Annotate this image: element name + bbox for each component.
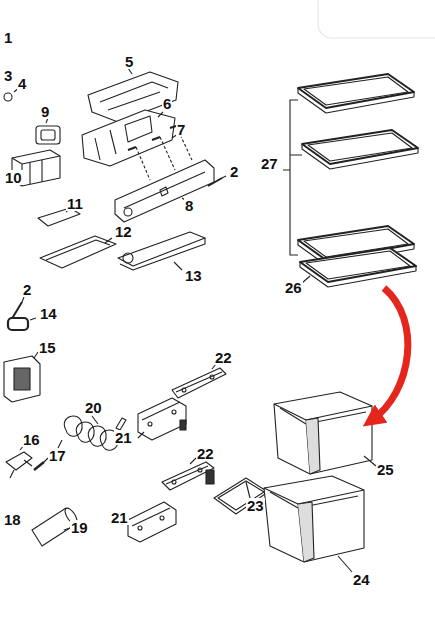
callout-number: 10 xyxy=(4,170,23,185)
drawer-slide xyxy=(138,398,186,440)
callout-number: 14 xyxy=(39,306,58,321)
callout-number: 3 xyxy=(3,68,13,83)
callout-number: 12 xyxy=(114,224,133,239)
glass-shelf xyxy=(300,248,416,287)
glass-shelf xyxy=(298,74,414,113)
drawer-slide xyxy=(128,502,176,542)
crisper-drawer xyxy=(264,476,364,562)
control-bracket xyxy=(115,160,214,222)
callout-number: 1 xyxy=(3,30,13,45)
callout-number: 7 xyxy=(176,122,186,137)
bezel xyxy=(36,126,60,144)
callout-number: 22 xyxy=(196,446,215,461)
callout-number: 2 xyxy=(229,164,239,179)
control-module xyxy=(4,356,40,402)
callout-number: 18 xyxy=(3,512,22,527)
callout-number: 24 xyxy=(352,572,371,587)
callout-number: 5 xyxy=(124,54,134,69)
drawer-slide xyxy=(162,462,214,490)
callout-number: 11 xyxy=(66,196,84,211)
crisper-drawer xyxy=(274,392,372,474)
flat-plate xyxy=(40,236,116,268)
sensor xyxy=(6,452,32,470)
callout-number: 22 xyxy=(214,350,233,365)
clip xyxy=(34,462,44,470)
callout-number: 27 xyxy=(260,156,279,171)
callout-number: 26 xyxy=(284,280,303,295)
callout-number: 21 xyxy=(114,430,133,445)
callout-number: 6 xyxy=(162,96,172,111)
callout-number: 20 xyxy=(84,400,103,415)
callout-number: 9 xyxy=(40,104,50,119)
callout-number: 8 xyxy=(184,198,194,213)
callout-number: 23 xyxy=(246,498,265,513)
drawer-slide xyxy=(172,368,226,398)
move-arrow xyxy=(372,288,408,420)
faint-panel xyxy=(318,0,435,38)
callout-number: 25 xyxy=(376,462,395,477)
bracket xyxy=(283,100,302,255)
callout-number: 4 xyxy=(17,76,27,91)
callout-number: 17 xyxy=(48,448,67,463)
callout-number: 2 xyxy=(22,282,32,297)
light-lens xyxy=(8,318,28,330)
callout-number: 19 xyxy=(70,520,89,535)
callout-number: 13 xyxy=(184,268,203,283)
callout-number: 21 xyxy=(110,510,129,525)
callout-number: 16 xyxy=(22,432,41,447)
glass-shelf xyxy=(302,130,418,169)
grommet xyxy=(4,93,12,101)
cover-pan xyxy=(214,478,268,514)
callout-number: 15 xyxy=(38,340,57,355)
